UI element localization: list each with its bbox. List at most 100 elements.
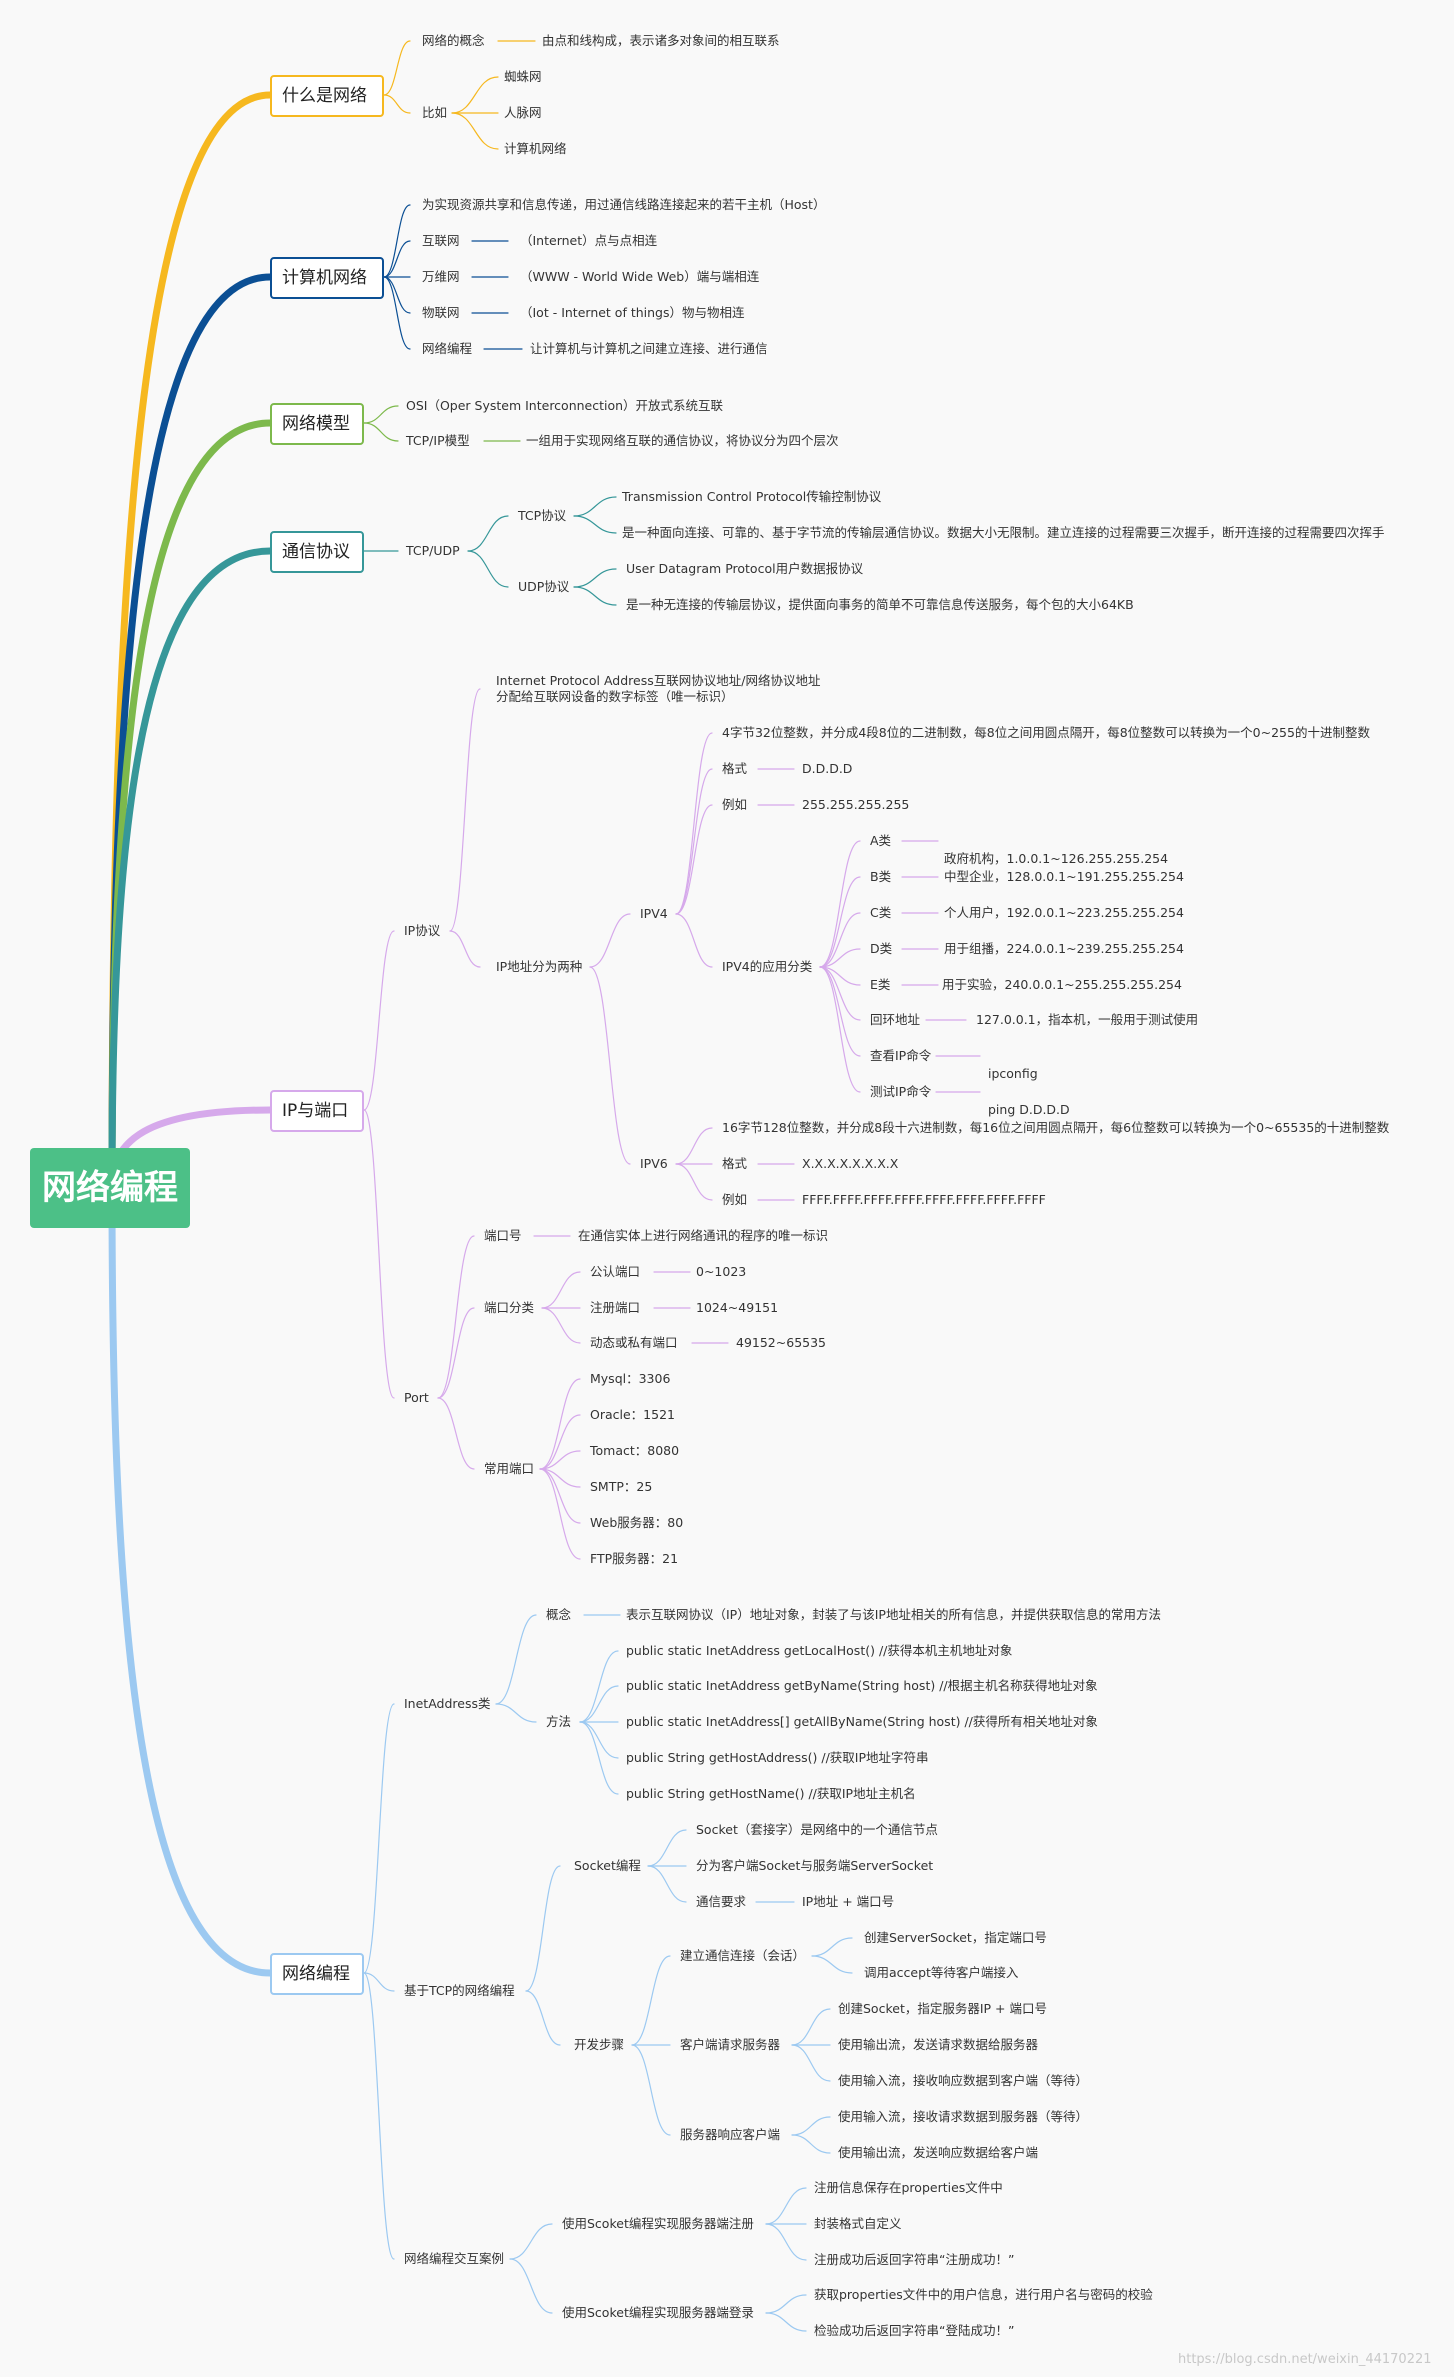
inet-method: public static InetAddress[] getAllByName… [626, 1714, 1098, 1729]
bracket-connector [451, 112, 499, 150]
bracket-connector [541, 1307, 581, 1344]
bracket-connector [541, 1271, 581, 1309]
ip-class-text: 政府机构，1.0.0.1~126.255.255.254 [944, 851, 1169, 866]
case-item: 检验成功后返回字符串“登陆成功！” [814, 2323, 1015, 2338]
cases-label: 网络编程交互案例 [404, 2251, 505, 2266]
tcpip-label: TCP/IP模型 [406, 433, 470, 448]
root-topic[interactable]: 网络编程 [30, 1148, 190, 1228]
ip-class-label: D类 [870, 941, 893, 956]
bracket-connector [451, 76, 499, 114]
item-text: （WWW - World Wide Web）端与端相连 [520, 269, 760, 284]
socket-label: Socket编程 [574, 1858, 641, 1873]
ip-label: IP协议 [404, 923, 441, 938]
ip-class-text: 127.0.0.1，指本机，一般用于测试使用 [976, 1012, 1199, 1027]
topic-ip-port[interactable]: IP与端口 [270, 1090, 364, 1132]
bracket-connector [579, 1721, 619, 1759]
protocol-group: TCP/UDP [406, 543, 460, 558]
concept-text: 由点和线构成，表示诸多对象间的相互联系 [542, 33, 780, 48]
ipv4-desc: 4字节32位整数，并分成4段8位的二进制数，每8位之间用圆点隔开，每8位整数可以… [722, 725, 1370, 740]
port-class-range: 0~1023 [696, 1264, 747, 1279]
bracket-connector [383, 240, 411, 278]
port-class-range: 1024~49151 [696, 1300, 779, 1315]
bracket-connector [675, 1127, 713, 1165]
bracket-connector [363, 1972, 395, 1992]
bracket-connector [495, 1703, 537, 1723]
main-branch [108, 273, 274, 1192]
ip-types-label: IP地址分为两种 [496, 959, 583, 974]
bracket-connector [791, 2008, 831, 2046]
common-ports-label: 常用端口 [484, 1461, 535, 1476]
bracket-connector [363, 422, 399, 442]
example-item: 计算机网络 [504, 141, 567, 156]
item-text: （Iot - Internet of things）物与物相连 [520, 305, 745, 320]
topic-network-programming[interactable]: 网络编程 [270, 1953, 364, 1995]
bracket-connector [647, 1865, 687, 1903]
ipv4-example-label: 例如 [722, 797, 748, 812]
case-item: 注册信息保存在properties文件中 [814, 2180, 1003, 2195]
ip-class-label: A类 [870, 833, 892, 848]
ipv6-format-label: 格式 [722, 1156, 748, 1171]
ip-class-label: 测试IP命令 [870, 1084, 932, 1099]
topic-what-is-network[interactable]: 什么是网络 [270, 75, 384, 117]
port-class-range: 49152~65535 [736, 1335, 827, 1350]
bracket-connector [363, 930, 395, 1111]
topic-network-model[interactable]: 网络模型 [270, 403, 364, 445]
ipv4-label: IPV4 [640, 906, 668, 921]
ipv4-example: 255.255.255.255 [802, 797, 910, 812]
example-item: 蜘蛛网 [504, 69, 542, 84]
watermark: https://blog.csdn.net/weixin_44170221 [1178, 2352, 1432, 2367]
port-class-label: 端口分类 [484, 1300, 535, 1315]
ip-class-label: E类 [870, 977, 891, 992]
bracket-connector [573, 586, 617, 606]
case1-label: 使用Scoket编程实现服务器端注册 [562, 2216, 754, 2231]
ipv4-app-label: IPV4的应用分类 [722, 959, 813, 974]
bracket-connector [363, 1972, 395, 2260]
bracket-connector [539, 1468, 581, 1560]
item-label: 互联网 [422, 233, 460, 248]
inet-method: public static InetAddress getByName(Stri… [626, 1678, 1098, 1693]
step2-label: 客户端请求服务器 [680, 2037, 781, 2052]
bracket-connector [495, 1614, 537, 1705]
bracket-connector [363, 405, 399, 424]
tcp-programming-label: 基于TCP的网络编程 [404, 1983, 515, 1998]
tcp-desc: 是一种面向连接、可靠的、基于字节流的传输层通信协议。数据大小无限制。建立连接的过… [622, 525, 1385, 540]
port-no-text: 在通信实体上进行网络通讯的程序的唯一标识 [578, 1228, 829, 1243]
bracket-connector [791, 2044, 831, 2082]
port-class-name: 公认端口 [590, 1264, 641, 1279]
bracket-connector [819, 876, 861, 968]
bracket-connector [675, 804, 713, 915]
step-item: 使用输入流，接收请求数据到服务器（等待） [838, 2109, 1089, 2124]
ip-def-line2: 分配给互联网设备的数字标签（唯一标识） [496, 689, 734, 704]
ip-class-label: B类 [870, 869, 892, 884]
step3-label: 服务器响应客户端 [680, 2127, 781, 2142]
common-port-item: Web服务器：80 [590, 1515, 684, 1530]
item-text: （Internet）点与点相连 [520, 233, 658, 248]
tcp-name: Transmission Control Protocol传输控制协议 [622, 489, 882, 504]
topic-protocol[interactable]: 通信协议 [270, 531, 364, 573]
step1-label: 建立通信连接（会话） [680, 1948, 806, 1963]
socket-req: IP地址 + 端口号 [802, 1894, 895, 1909]
port-class-name: 动态或私有端口 [590, 1335, 678, 1350]
ipv6-label: IPV6 [640, 1156, 668, 1171]
bracket-connector [383, 94, 411, 114]
common-port-item: SMTP：25 [590, 1479, 653, 1494]
bracket-connector [437, 1235, 475, 1399]
main-branch [108, 91, 274, 1192]
bracket-connector [765, 2312, 807, 2332]
ipv4-format: D.D.D.D [802, 761, 853, 776]
step-item: 调用accept等待客户端接入 [864, 1965, 1019, 1980]
bracket-connector [363, 1109, 395, 1399]
example-label: 比如 [422, 105, 448, 120]
item-label: 网络编程 [422, 341, 473, 356]
bracket-connector [539, 1378, 581, 1470]
bracket-connector [383, 276, 411, 350]
bracket-connector [539, 1414, 581, 1470]
ip-class-text: 用于实验，240.0.0.1~255.255.255.254 [942, 977, 1182, 992]
bracket-connector [383, 204, 411, 278]
topic-computer-network[interactable]: 计算机网络 [270, 257, 384, 299]
example-item: 人脉网 [504, 105, 542, 120]
tcpip-text: 一组用于实现网络互联的通信协议，将协议分为四个层次 [526, 433, 839, 448]
socket-item: Socket（套接字）是网络中的一个通信节点 [696, 1822, 938, 1837]
